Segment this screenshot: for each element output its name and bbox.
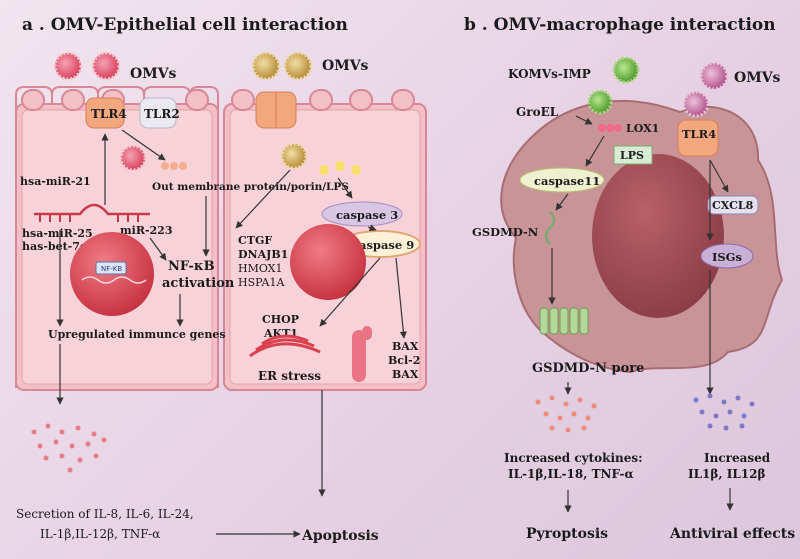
nfkb-box-label: NF-KB [101, 265, 122, 273]
increased-label-2: IL1β, IL12β [688, 467, 765, 481]
cytokine-dots-left [535, 395, 597, 433]
omv-b-2 [682, 90, 710, 118]
tlr4-label-b: TLR4 [682, 127, 716, 141]
groel-label: GroEL [516, 105, 559, 119]
nfkb-box [95, 261, 127, 275]
secretion-dots [31, 423, 107, 473]
secretion-label-2: IL-1β,IL-12β, TNF-α [40, 527, 160, 541]
hsa-mir-25-label: hsa-miR-25 [22, 227, 93, 240]
mir-223-label: miR-223 [120, 224, 173, 237]
caspase3-ellipse [321, 201, 403, 227]
mitochondria-shape [352, 326, 372, 382]
bead-cluster-b [319, 161, 361, 175]
cytokines-label-2: IL-1β,IL-18, TNF-α [508, 467, 634, 481]
komvs-omv [612, 56, 640, 84]
omv-b-1 [699, 61, 729, 91]
caspase9-label: caspase 9 [352, 238, 414, 252]
upregulated-genes-label: Upregulated immunce genes [48, 328, 226, 341]
omv-right-group [251, 51, 313, 170]
caspase3-label: caspase 3 [336, 208, 398, 222]
hsa-mir-21-label: hsa-miR-21 [20, 175, 91, 188]
microvilli [21, 89, 415, 111]
pyroptosis-label: Pyroptosis [526, 526, 608, 542]
arrows-right-cell [216, 169, 407, 538]
antiviral-label: Antiviral effects [669, 526, 795, 542]
bead-cluster-a [161, 162, 187, 170]
bax-label-1: BAX [392, 340, 419, 353]
er-stress-label: ER stress [258, 369, 321, 383]
caspase11-ellipse [519, 167, 605, 193]
panel-b-title: b . OMV-macrophage interaction [464, 15, 776, 35]
right-nucleus [290, 224, 366, 300]
gsdmd-pore [539, 307, 589, 335]
lps-box [613, 145, 653, 165]
ctgf-label: CTGF [238, 234, 272, 247]
tlr2-receptor [139, 97, 177, 129]
macrophage-nucleus [592, 154, 724, 318]
outer-membrane-label: Out membrane protein/porin/LPS [152, 181, 349, 193]
hmox1-label: HMOX1 [238, 262, 283, 275]
caspase11-label: caspase11 [534, 174, 600, 188]
mirna-strand [34, 203, 150, 216]
cytokine-dots-right [693, 393, 755, 431]
nfkb-activation-label-2: activation [162, 276, 235, 291]
gsdmd-pore-label: GSDMD-N pore [532, 361, 644, 376]
lox1-label: LOX1 [626, 122, 659, 135]
bcl2-label: Bcl-2 [388, 354, 420, 367]
panel-a-title: a . OMV-Epithelial cell interaction [22, 15, 348, 35]
tlr4-receptor-b [677, 119, 719, 157]
tlr4-label-a: TLR4 [91, 107, 127, 121]
omvs-b-label: OMVs [734, 70, 781, 86]
groel-omv [587, 89, 613, 115]
dnajb1-label: DNAJB1 [238, 248, 288, 261]
gsdmd-strand [544, 211, 556, 245]
tlr2-label: TLR2 [144, 107, 180, 121]
er-structure [249, 334, 321, 358]
gsdmd-n-label: GSDMD-N [472, 225, 539, 239]
cxcl8-label: CXCL8 [712, 199, 754, 212]
has-bet-7g-label: has-bet-7g [22, 240, 88, 253]
omvs-left-label: OMVs [130, 66, 177, 82]
dna-strand [81, 276, 147, 284]
apoptosis-label: Apoptosis [301, 528, 379, 544]
cxcl8-box [707, 195, 759, 215]
increased-label-1: Increased [704, 451, 771, 465]
isgs-ellipse [700, 243, 754, 269]
omv-left-group [53, 51, 147, 172]
chop-label: CHOP [262, 313, 299, 326]
tlr4-receptor-a [85, 97, 125, 129]
komvs-label: KOMVs-IMP [508, 67, 591, 81]
secretion-label-1: Secretion of IL-8, IL-6, IL-24, [16, 507, 194, 521]
lox1-receptor [598, 124, 622, 132]
arrows-panel-b [548, 115, 734, 513]
isgs-label: ISGs [712, 250, 742, 264]
hspa1a-label: HSPA1A [238, 276, 285, 289]
bax-label-2: BAX [392, 368, 419, 381]
lps-label: LPS [620, 149, 644, 162]
arrows-left-cell [56, 129, 210, 405]
cytokines-label-1: Increased cytokines: [504, 451, 643, 465]
mirna-ticks [39, 214, 139, 222]
nfkb-activation-label-1: NF-κB [168, 259, 215, 274]
omvs-right-label: OMVs [322, 58, 369, 74]
